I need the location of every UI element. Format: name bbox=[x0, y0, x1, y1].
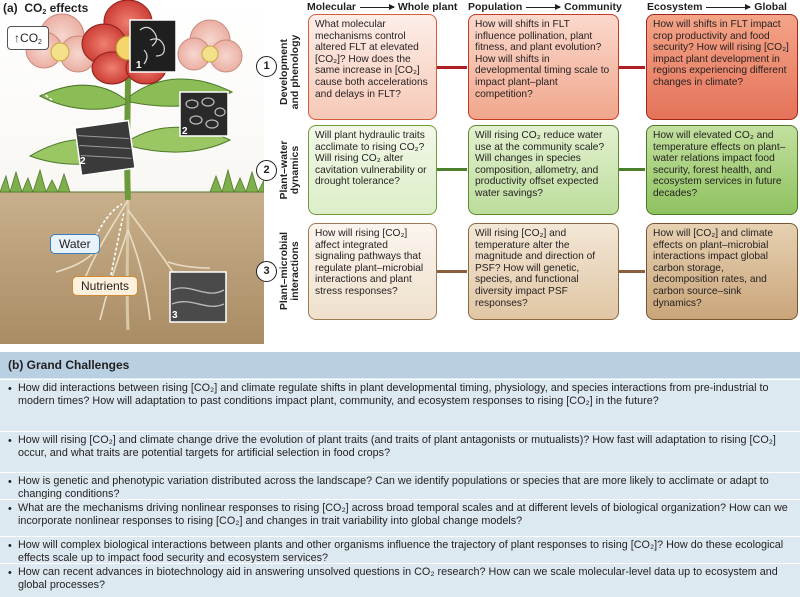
row-3-number: 3 bbox=[256, 261, 277, 282]
row-1-number: 1 bbox=[256, 56, 277, 77]
grand-challenges-header bbox=[0, 352, 800, 378]
challenge-item-5: •How will complex biological interaction… bbox=[0, 536, 800, 564]
header-arrow-icon bbox=[706, 3, 752, 10]
grand-challenges-panel bbox=[0, 352, 800, 597]
header-ecosystem-global: Ecosystem Global bbox=[647, 1, 787, 13]
challenge-item-3: •How is genetic and phenotypic variation… bbox=[0, 472, 800, 500]
row-2-molecular-box: Will plant hydraulic traits acclimate to… bbox=[308, 125, 437, 215]
row-1-population-box: How will shifts in FLT influence pollina… bbox=[468, 14, 619, 120]
header-molecular-whole-plant: Molecular Whole plant bbox=[307, 1, 458, 13]
water-label: Water bbox=[50, 234, 100, 254]
row-3-population-box: Will rising [CO₂] and temperature alter … bbox=[468, 223, 619, 320]
challenge-item-1: •How did interactions between rising [CO… bbox=[0, 379, 800, 431]
nutrients-label: Nutrients bbox=[72, 276, 139, 296]
row-2-arrow-1 bbox=[437, 168, 467, 171]
panel-a-title: (a) CO2 effects bbox=[3, 1, 89, 16]
plant-illustration-svg: 1 2 2 3 bbox=[0, 0, 264, 344]
row-2-number: 2 bbox=[256, 160, 277, 181]
row-3-arrow-2 bbox=[619, 270, 645, 273]
header-arrow-icon bbox=[526, 3, 562, 10]
row-2-ecosystem-box: How will elevated CO₂ and temperature ef… bbox=[646, 125, 798, 215]
grand-challenges-title: (b) Grand Challenges bbox=[8, 358, 130, 372]
co2-increase-tag: ↑CO2 bbox=[7, 26, 49, 50]
row-1-ecosystem-box: How will shifts in FLT impact crop produ… bbox=[646, 14, 798, 120]
challenge-item-2: •How will rising [CO₂] and climate chang… bbox=[0, 431, 800, 472]
row-1-molecular-box: What molecular mechanisms control altere… bbox=[308, 14, 437, 120]
row-3-molecular-box: How will rising [CO₂] affect integrated … bbox=[308, 223, 437, 320]
row-2-arrow-2 bbox=[619, 168, 645, 171]
header-arrow-icon bbox=[359, 3, 395, 10]
image-number-3: 3 bbox=[172, 310, 178, 321]
row-1-arrow-1 bbox=[437, 66, 467, 69]
row-2-population-box: Will rising CO₂ reduce water use at the … bbox=[468, 125, 619, 215]
challenge-item-4: •What are the mechanisms driving nonline… bbox=[0, 499, 800, 536]
header-population-community: Population Community bbox=[468, 1, 622, 13]
challenge-item-6: •How can recent advances in biotechnolog… bbox=[0, 563, 800, 597]
row-3-ecosystem-box: How will [CO₂] and climate effects on pl… bbox=[646, 223, 798, 320]
image-number-2a: 2 bbox=[182, 126, 188, 137]
image-number-2b: 2 bbox=[80, 156, 86, 167]
plant-illustration: 1 2 2 3 bbox=[0, 0, 264, 344]
row-3-arrow-1 bbox=[437, 270, 467, 273]
image-number-1: 1 bbox=[136, 60, 142, 71]
row-1-arrow-2 bbox=[619, 66, 645, 69]
